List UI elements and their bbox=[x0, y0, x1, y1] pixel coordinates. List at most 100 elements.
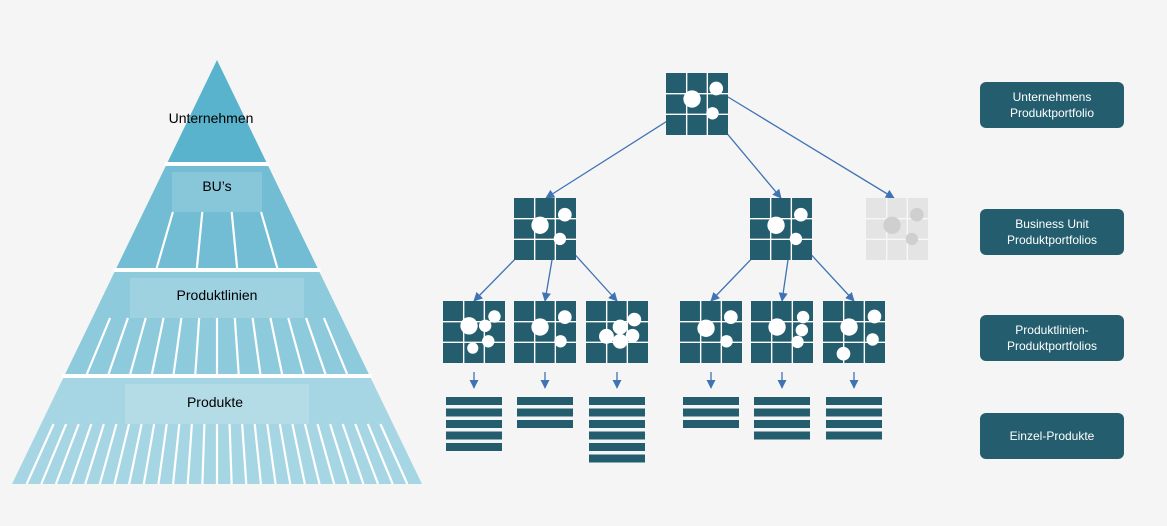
portfolio-bubble bbox=[627, 312, 642, 327]
pyramid-segment-divider bbox=[201, 423, 206, 485]
label-line: Business Unit bbox=[1015, 217, 1089, 231]
product-list-row bbox=[683, 397, 739, 405]
product-list-row bbox=[589, 420, 645, 428]
pyramid-label-produktlinien: Produktlinien bbox=[177, 287, 258, 303]
portfolio-matrix-icon-faded bbox=[866, 198, 928, 260]
portfolio-bubble bbox=[460, 317, 478, 335]
pyramid-label-unternehmen: Unternehmen bbox=[169, 110, 254, 126]
pyramid-tier bbox=[116, 166, 318, 269]
connector-arrow bbox=[568, 247, 618, 302]
pyramid-segment-divider bbox=[266, 423, 277, 485]
portfolio-bubble bbox=[910, 207, 924, 222]
pyramid-segment-divider bbox=[316, 423, 336, 485]
pyramid-segment-divider bbox=[40, 423, 68, 485]
pyramid-segment-divider bbox=[155, 211, 174, 269]
product-list-icon bbox=[754, 397, 810, 440]
portfolio-bubble bbox=[478, 319, 492, 332]
pyramid-label-produkte: Produkte bbox=[187, 394, 243, 410]
portfolio-bubble bbox=[554, 335, 567, 348]
product-list-row bbox=[754, 408, 810, 417]
label-line: Produktportfolios bbox=[1006, 233, 1098, 247]
pyramid-segment-divider bbox=[107, 317, 129, 375]
pyramid-tier bbox=[167, 60, 267, 162]
product-list-row bbox=[589, 443, 645, 451]
pyramid-segment-divider bbox=[69, 423, 93, 485]
pyramid-tier bbox=[65, 272, 369, 375]
product-list-icon bbox=[683, 397, 739, 428]
pyramid-segment-divider bbox=[186, 423, 193, 485]
portfolio-bubble bbox=[706, 107, 719, 120]
label-line: Produktlinien- bbox=[1015, 323, 1089, 337]
portfolio-bubble bbox=[866, 333, 879, 346]
product-list-icon bbox=[826, 397, 882, 440]
label-line: Unternehmens bbox=[1012, 90, 1092, 104]
portfolio-bubble bbox=[840, 318, 858, 336]
product-list-row bbox=[589, 454, 645, 463]
pyramid-segment-divider bbox=[260, 211, 279, 269]
portfolio-bubble bbox=[612, 319, 628, 335]
pyramid bbox=[12, 60, 422, 485]
pyramid-segment-divider bbox=[291, 423, 306, 485]
portfolio-bubble bbox=[795, 323, 809, 337]
product-list-row bbox=[589, 397, 645, 405]
pyramid-segment-divider bbox=[54, 423, 80, 485]
pyramid-label-band bbox=[125, 384, 309, 424]
product-list-row bbox=[754, 420, 810, 428]
product-list-icon bbox=[446, 397, 502, 451]
product-list-row bbox=[683, 408, 739, 417]
pyramid-segment-divider bbox=[241, 423, 248, 485]
pyramid-segment-divider bbox=[230, 211, 239, 269]
portfolio-bubble bbox=[768, 318, 786, 336]
pyramid-segment-divider bbox=[98, 423, 118, 485]
connector-arrow bbox=[727, 96, 895, 199]
portfolio-matrix-icon bbox=[750, 198, 812, 260]
product-list-row bbox=[589, 408, 645, 417]
portfolio-bubble bbox=[697, 319, 715, 337]
portfolio-bubble bbox=[796, 310, 810, 324]
portfolio-matrix-icon bbox=[666, 73, 728, 135]
portfolio-matrix-icon bbox=[680, 301, 742, 363]
product-list-row bbox=[754, 431, 810, 440]
portfolio-bubble bbox=[867, 309, 882, 324]
pyramid-segment-divider bbox=[253, 423, 263, 485]
label-einzel-produkte: Einzel-Produkte bbox=[980, 413, 1124, 459]
pyramid-segment-divider bbox=[322, 317, 349, 375]
product-list-row bbox=[446, 431, 502, 440]
pyramid-segment-divider bbox=[305, 317, 327, 375]
product-list-row bbox=[826, 397, 882, 405]
pyramid-segment-divider bbox=[195, 211, 204, 269]
pyramid-labels: Unternehmen BU’s Produktlinien Produkte bbox=[169, 110, 258, 410]
product-list-row bbox=[826, 431, 882, 440]
pyramid-segment-divider bbox=[194, 317, 201, 375]
product-list-row bbox=[446, 397, 502, 405]
label-line: Produktportfolios bbox=[1006, 339, 1098, 353]
portfolio-bubble bbox=[488, 310, 501, 323]
pyramid-segment-divider bbox=[366, 423, 394, 485]
portfolio-bubble bbox=[724, 310, 738, 324]
product-list-row bbox=[446, 408, 502, 417]
pyramid-segment-divider bbox=[329, 423, 350, 485]
portfolio-bubble bbox=[709, 81, 724, 96]
portfolio-bubble bbox=[625, 328, 640, 343]
pyramid-tier bbox=[12, 378, 422, 485]
portfolio-bubble bbox=[683, 90, 701, 108]
portfolio-bubble bbox=[883, 216, 901, 234]
pyramid-segment-divider bbox=[269, 317, 284, 375]
pyramid-segment-divider bbox=[25, 423, 55, 485]
pyramid-label-bus: BU’s bbox=[202, 178, 231, 194]
pyramid-segment-divider bbox=[379, 423, 409, 485]
product-list-row bbox=[446, 443, 502, 451]
portfolio-bubble bbox=[905, 232, 919, 246]
portfolio-bubble bbox=[794, 207, 808, 222]
portfolio-bubble bbox=[767, 216, 785, 234]
portfolio-matrix-icon bbox=[823, 301, 885, 363]
pyramid-segment-divider bbox=[251, 317, 262, 375]
pyramid-label-band bbox=[172, 172, 262, 212]
product-list-row bbox=[826, 420, 882, 428]
pyramid-segment-divider bbox=[113, 423, 131, 485]
pyramid-segment-divider bbox=[129, 317, 147, 375]
portfolio-bubble bbox=[612, 333, 628, 349]
pyramid-segment-divider bbox=[278, 423, 292, 485]
product-list-row bbox=[517, 420, 573, 428]
label-line: Produktportfolio bbox=[1009, 106, 1095, 120]
